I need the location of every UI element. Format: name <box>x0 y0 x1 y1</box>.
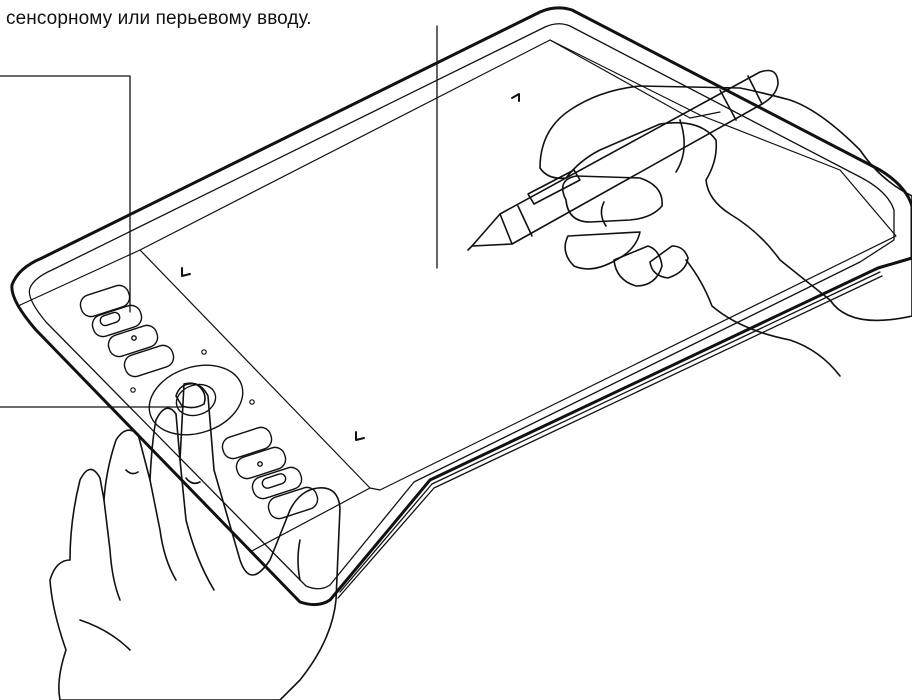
right-hand <box>540 86 912 376</box>
touch-ring <box>131 350 254 446</box>
callout-lines <box>0 26 437 407</box>
express-keys-lower <box>220 425 320 521</box>
left-hand <box>50 383 340 700</box>
corner-marker-bottom-left <box>356 432 364 440</box>
callout-line-express-keys <box>0 76 130 312</box>
active-area <box>140 40 896 490</box>
corner-marker-top-left <box>182 268 190 276</box>
express-keys-upper <box>78 283 176 379</box>
corner-marker-top-right <box>512 94 519 101</box>
